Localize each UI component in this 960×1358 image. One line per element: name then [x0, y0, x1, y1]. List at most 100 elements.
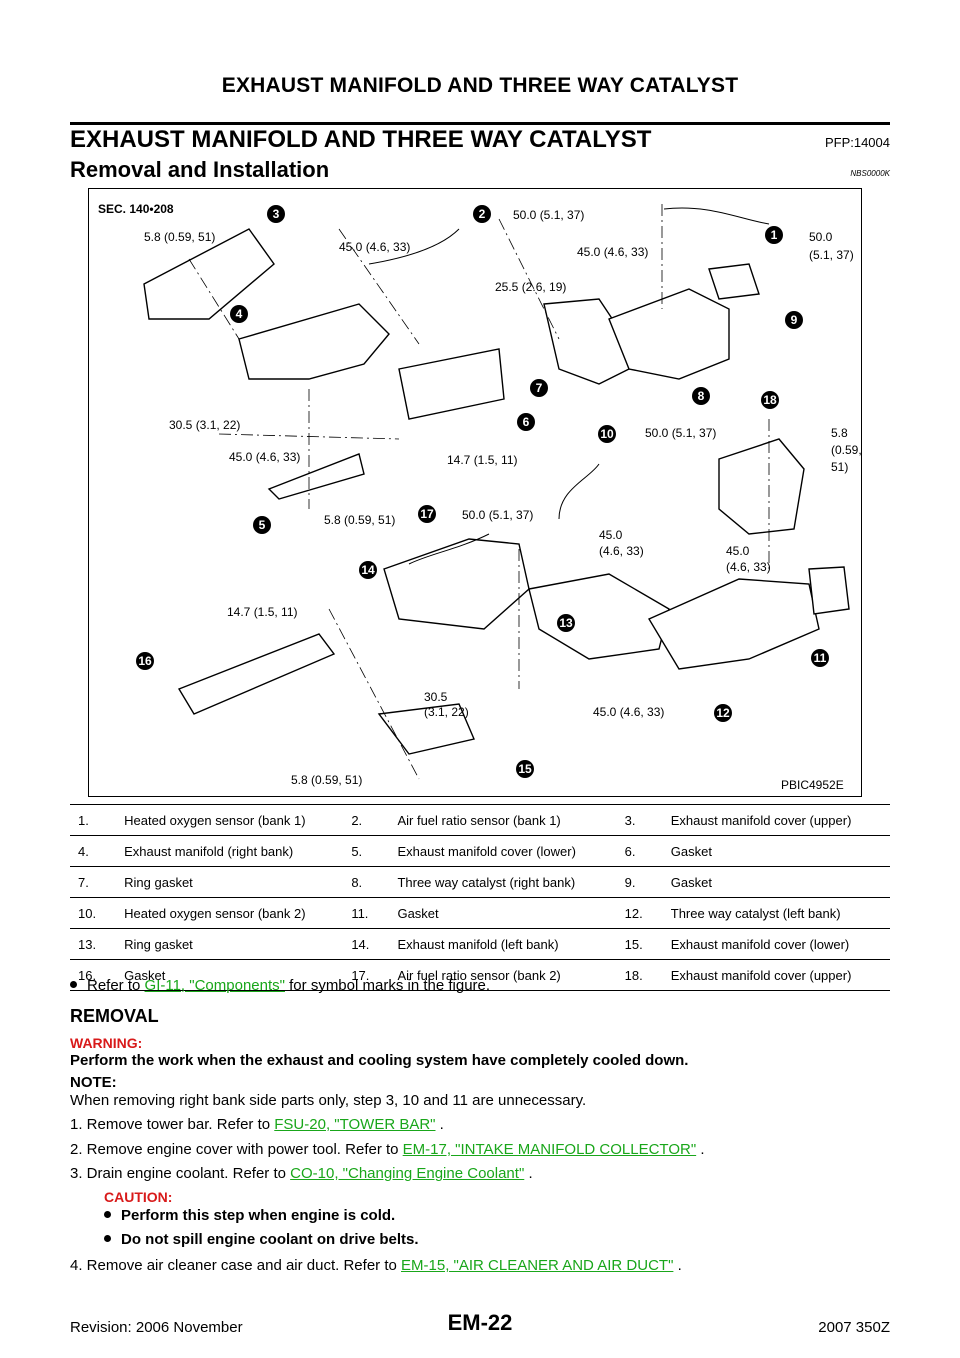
vehicle-model: 2007 350Z [818, 1319, 890, 1336]
torque-label: 14.7 (1.5, 11) [447, 453, 518, 467]
torque-label: (3.1, 22) [424, 705, 469, 719]
legend-number: 8. [343, 866, 392, 898]
step-end: . [700, 1141, 705, 1158]
callout-label: 12 [716, 706, 730, 720]
exhaust-manifold-right [238, 303, 390, 380]
torque-label: 25.5 (2.6, 19) [495, 280, 566, 294]
callout-label: 11 [814, 651, 827, 665]
callout-label: 5 [259, 518, 266, 532]
legend-number: 18. [616, 959, 665, 991]
warning-label: WARNING: [70, 1035, 143, 1051]
legend-part-name: Air fuel ratio sensor (bank 2) [391, 959, 617, 991]
legend-part-name: Exhaust manifold cover (upper) [664, 959, 890, 991]
torque-label: 30.5 (3.1, 22) [169, 418, 240, 432]
removal-step-4: 4. Remove air cleaner case and air duct.… [70, 1256, 682, 1276]
legend-row: 4.Exhaust manifold (right bank)5.Exhaust… [70, 835, 890, 867]
callout-label: 13 [559, 616, 573, 630]
legend-part-name: Air fuel ratio sensor (bank 1) [391, 804, 617, 836]
gasket-16 [177, 633, 336, 715]
callout-label: 4 [236, 307, 243, 321]
legend-number: 16. [70, 959, 119, 991]
bullet-icon [104, 1234, 111, 1242]
torque-label: 45.0 (4.6, 33) [229, 450, 300, 464]
coolant-link[interactable]: CO-10, "Changing Engine Coolant" [290, 1165, 525, 1182]
exhaust-manifold-left [383, 538, 530, 630]
legend-part-name: Ring gasket [118, 866, 344, 898]
torque-label: 45.0 [599, 528, 623, 542]
callout-label: 10 [600, 427, 614, 441]
air-cleaner-link[interactable]: EM-15, "AIR CLEANER AND AIR DUCT" [401, 1257, 674, 1274]
bullet-icon [104, 1210, 111, 1218]
legend-part-name: Gasket [391, 897, 617, 929]
torque-label: 30.5 [424, 690, 448, 704]
callout-label: 7 [536, 381, 543, 395]
legend-number: 15. [616, 928, 665, 960]
callout-label: 17 [420, 507, 434, 521]
legend-part-name: Exhaust manifold (left bank) [391, 928, 617, 960]
note-text: When removing right bank side parts only… [70, 1092, 587, 1109]
legend-part-name: Three way catalyst (left bank) [664, 897, 890, 929]
page-title: EXHAUST MANIFOLD AND THREE WAY CATALYST [70, 126, 652, 153]
legend-number: 12. [616, 897, 665, 929]
torque-label: 51) [831, 460, 848, 474]
running-head: EXHAUST MANIFOLD AND THREE WAY CATALYST [221, 74, 739, 97]
section-title: Removal and Installation [70, 157, 330, 182]
step-text: 3. Drain engine coolant. Refer to [70, 1165, 286, 1182]
tower-bar-link[interactable]: FSU-20, "TOWER BAR" [274, 1116, 436, 1133]
exploded-view-figure: SEC. 140•208 PBIC4952E 5.8 (0.59, 51) 45… [88, 188, 862, 797]
legend-number: 7. [70, 866, 119, 898]
torque-label: 50.0 (5.1, 37) [645, 426, 716, 440]
removal-step-1: 1. Remove tower bar. Refer to FSU-20, "T… [70, 1115, 444, 1135]
catalyst-inlet-right [543, 298, 630, 385]
callout-label: 9 [791, 313, 798, 327]
intake-manifold-link[interactable]: EM-17, "INTAKE MANIFOLD COLLECTOR" [402, 1141, 697, 1158]
legend-part-name: Gasket [664, 835, 890, 867]
legend-number: 9. [616, 866, 665, 898]
legend-part-name: Exhaust manifold cover (lower) [664, 928, 890, 960]
step-end: . [528, 1165, 533, 1182]
note-label: NOTE: [70, 1074, 117, 1091]
torque-label: 5.8 (0.59, 51) [324, 513, 395, 527]
legend-number: 6. [616, 835, 665, 867]
gasket-right [398, 348, 505, 420]
legend-row: 1.Heated oxygen sensor (bank 1)2.Air fue… [70, 804, 890, 836]
torque-label: 5.8 [831, 426, 848, 440]
step-text: 1. Remove tower bar. Refer to [70, 1116, 271, 1133]
torque-label: (5.1, 37) [809, 248, 854, 262]
part-callouts: 1 2 3 4 5 6 7 8 9 10 11 12 13 14 15 16 1… [136, 205, 829, 778]
caution-item: Do not spill engine coolant on drive bel… [104, 1230, 419, 1250]
torque-label: 5.8 (0.59, 51) [144, 230, 215, 244]
torque-label: 45.0 (4.6, 33) [339, 240, 410, 254]
three-way-catalyst-right [608, 288, 730, 380]
parts-legend-table: 1.Heated oxygen sensor (bank 1)2.Air fue… [70, 804, 890, 991]
caution-label: CAUTION: [104, 1189, 173, 1205]
legend-part-name: Gasket [664, 866, 890, 898]
legend-part-name: Three way catalyst (right bank) [391, 866, 617, 898]
callout-label: 2 [479, 207, 486, 221]
figure-code: PBIC4952E [781, 778, 844, 792]
torque-label: 45.0 (4.6, 33) [593, 705, 664, 719]
sensor-wire-10 [558, 463, 600, 520]
callout-label: 3 [273, 207, 280, 221]
components-link[interactable]: GI-11, "Components" [144, 977, 285, 994]
exhaust-manifold-cover-lower-right [267, 453, 365, 500]
callout-label: 15 [518, 762, 532, 776]
legend-number: 10. [70, 897, 119, 929]
legend-part-name: Heated oxygen sensor (bank 2) [118, 897, 344, 929]
step-end: . [677, 1257, 682, 1274]
exhaust-diagram: SEC. 140•208 PBIC4952E 5.8 (0.59, 51) 45… [98, 202, 861, 792]
part-family-code: PFP:14004 [824, 135, 890, 150]
symbol-reference-line: Refer to GI-11, "Components" for symbol … [70, 976, 490, 996]
torque-labels: 5.8 (0.59, 51) 45.0 (4.6, 33) 50.0 (5.1,… [144, 208, 861, 787]
gasket-11 [808, 566, 850, 615]
torque-label: 50.0 [809, 230, 833, 244]
legend-number: 1. [70, 804, 119, 836]
step-text: 4. Remove air cleaner case and air duct.… [70, 1257, 397, 1274]
legend-number: 3. [616, 804, 665, 836]
legend-number: 2. [343, 804, 392, 836]
removal-step-2: 2. Remove engine cover with power tool. … [70, 1140, 705, 1160]
revision-date: Revision: 2006 November [70, 1319, 243, 1336]
callout-label: 1 [771, 228, 778, 242]
legend-number: 17. [343, 959, 392, 991]
